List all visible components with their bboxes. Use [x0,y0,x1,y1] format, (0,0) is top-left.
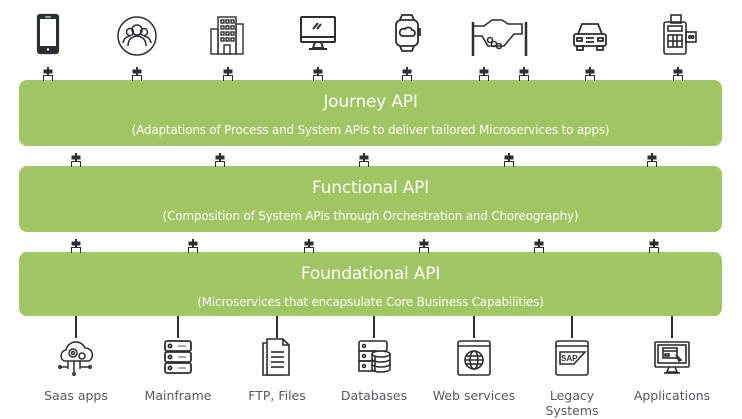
top-connector-plug [583,66,597,81]
functional-foundational-connector-plug [647,238,661,253]
users-group-icon [117,12,157,56]
desktop-monitor-icon [298,12,338,56]
backend-connector-line [671,316,673,338]
server-rack-icon [158,335,198,379]
svg-text:SAP: SAP [561,354,578,363]
layer-description: (Microservices that encapsulate Core Bus… [197,295,544,309]
sap-window-icon: SAP [552,335,592,379]
layer-title: Journey API [323,92,418,112]
journey-functional-connector-plug [502,152,516,167]
top-connector-plug [221,66,235,81]
backend-label-saas-apps: Saas apps [44,388,108,403]
backend-label-legacy-systems: Legacy Systems [545,388,599,418]
backend-connector-line [473,316,475,338]
functional-foundational-connector-plug [69,238,83,253]
journey-functional-connector-plug [69,152,83,167]
backend-connector-line [276,316,278,338]
functional-foundational-connector-plug [417,238,431,253]
top-connector-plug [400,66,414,81]
office-building-icon [208,12,248,56]
top-connector-plug [130,66,144,81]
functional-foundational-connector-plug [532,238,546,253]
smartphone-icon [28,12,68,56]
journey-functional-connector-plug [213,152,227,167]
layer-title: Foundational API [300,264,441,284]
top-connector-plug [517,66,531,81]
layer-description: (Composition of System APIs through Orch… [162,209,579,223]
documents-icon [257,335,297,379]
cloud-gears-icon [56,335,96,379]
top-connector-plug [477,66,491,81]
backend-connector-line [373,316,375,338]
handshake-partners-icon [468,12,532,56]
journey-functional-connector-plug [645,152,659,167]
top-connector-plug [41,66,55,81]
backend-connector-line [571,316,573,338]
backend-label-databases: Databases [340,388,408,403]
web-globe-icon [454,335,494,379]
backend-connector-line [177,316,179,338]
layer-description: (Adaptations of Process and System APIs … [131,123,610,137]
backend-label-mainframe: Mainframe [144,388,212,403]
payment-terminal-icon [658,12,698,56]
monitor-app-icon [652,335,692,379]
top-connector-plug [311,66,325,81]
car-icon [570,12,610,56]
functional-foundational-connector-plug [186,238,200,253]
top-connector-plug [671,66,685,81]
journey-api-layer: Journey API (Adaptations of Process and … [19,80,722,146]
smartwatch-cloud-icon [387,12,427,56]
functional-api-layer: Functional API (Composition of System AP… [19,166,722,232]
database-server-icon [354,335,394,379]
layer-title: Functional API [312,178,429,198]
backend-connector-line [75,316,77,338]
journey-functional-connector-plug [357,152,371,167]
backend-label-web-services: Web services [432,388,516,403]
backend-label-applications: Applications [633,388,711,403]
backend-label-ftp-files: FTP, Files [248,388,306,403]
foundational-api-layer: Foundational API (Microservices that enc… [19,252,722,316]
functional-foundational-connector-plug [302,238,316,253]
